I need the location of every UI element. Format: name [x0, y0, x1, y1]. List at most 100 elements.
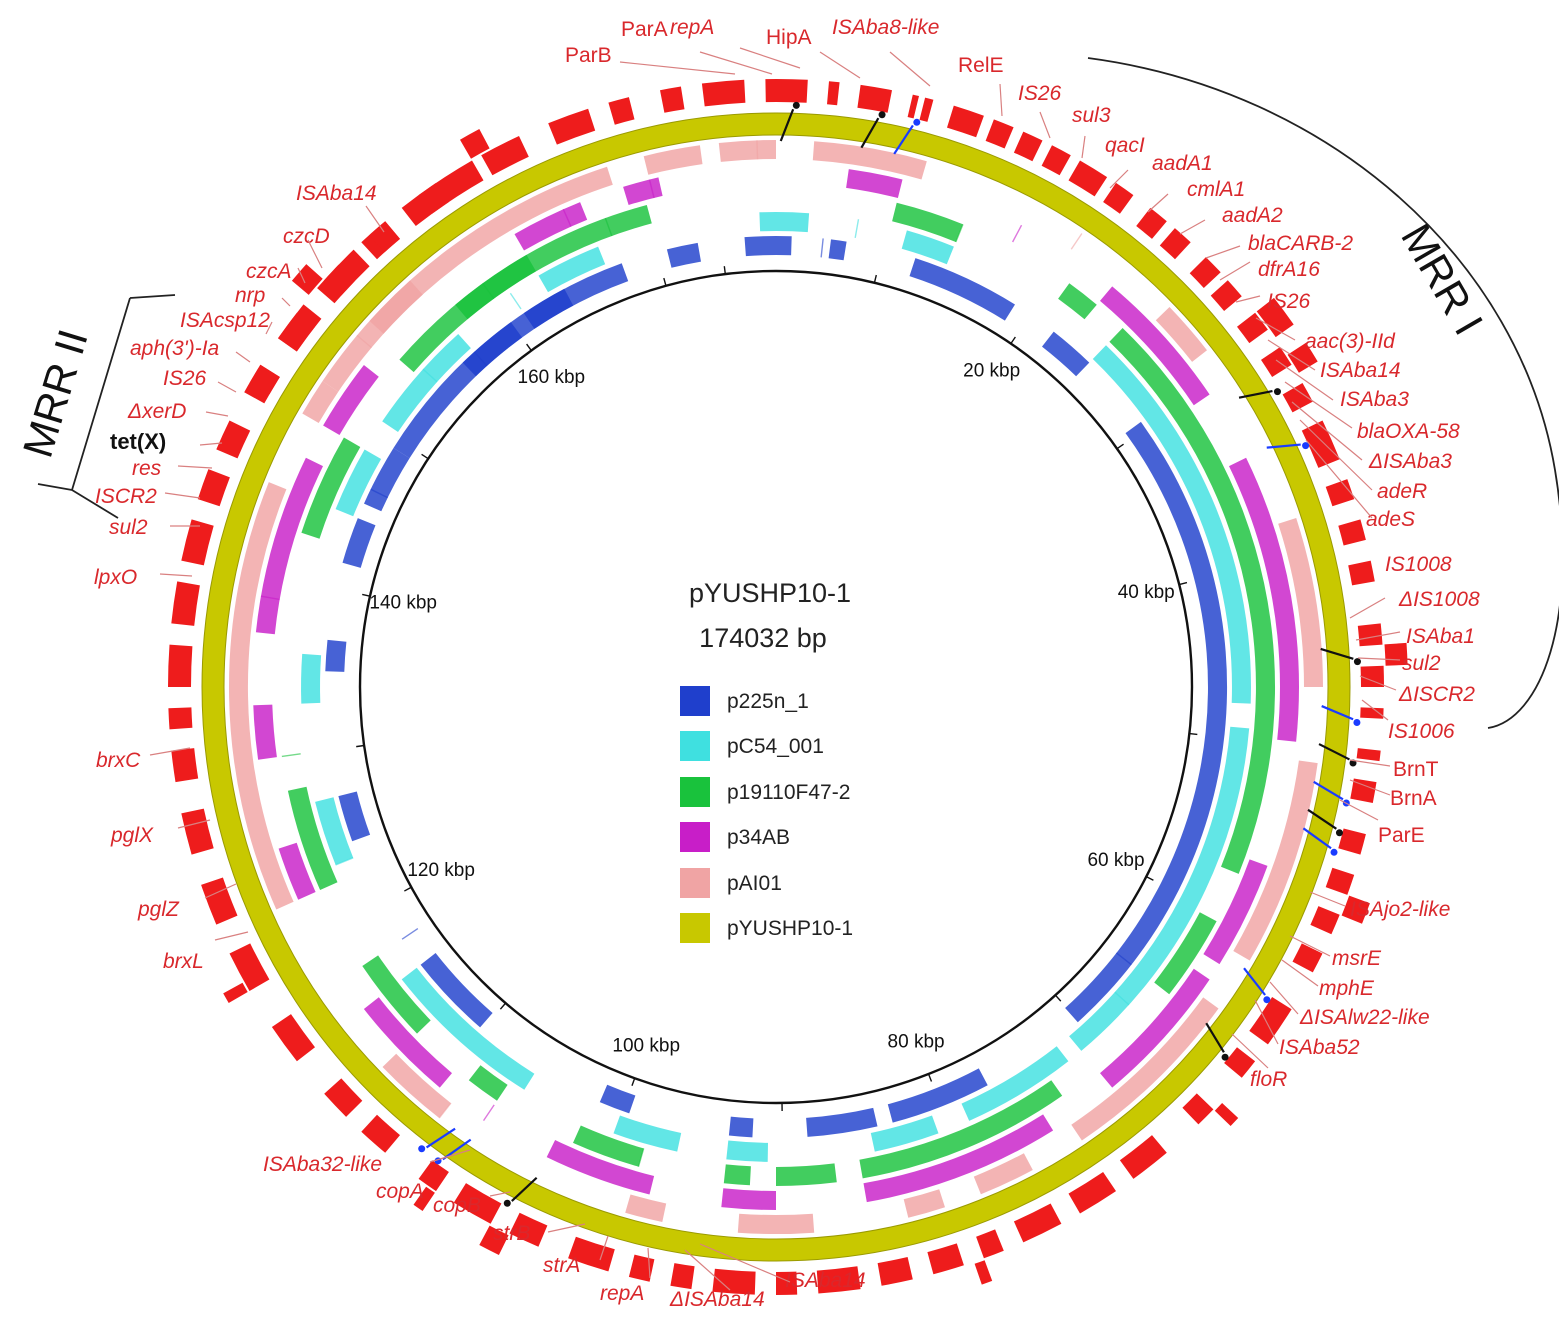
direction-arrow — [1205, 1022, 1225, 1053]
track-3-segment — [846, 169, 903, 198]
gene-label: floR — [1250, 1068, 1287, 1091]
gene-arrow — [1249, 997, 1292, 1045]
legend-label-pai01: pAI01 — [727, 872, 782, 895]
track-4-segment — [1278, 518, 1323, 687]
track-2-segment — [892, 202, 963, 242]
direction-arrow-head — [878, 111, 886, 119]
tick-mark — [1179, 581, 1188, 586]
gene-label: dfrA16 — [1258, 258, 1320, 281]
direction-arrow — [1238, 389, 1273, 399]
gene-arrow — [1068, 1172, 1116, 1214]
gene-label: ISAba32-like — [263, 1153, 382, 1176]
gene-label: ISAba8-like — [832, 16, 939, 39]
gene-label: brxL — [163, 950, 204, 973]
track-1-segment — [1092, 345, 1251, 704]
gene-arrow — [324, 249, 370, 296]
track-3-segment — [363, 997, 452, 1088]
track-3-segment — [863, 1114, 1054, 1203]
legend-label-pyushp10-1: pYUSHP10-1 — [727, 917, 853, 940]
gene-arrow — [453, 1183, 502, 1224]
gene-label: adeR — [1377, 480, 1427, 503]
gene-arrow — [548, 108, 596, 145]
gene-arrow — [1360, 665, 1384, 687]
tick-mark — [362, 593, 371, 597]
gene-label: ΔIS1008 — [1398, 588, 1480, 611]
track-hit-line — [854, 219, 860, 239]
gene-arrow — [765, 78, 808, 103]
gene-label: repA — [600, 1282, 644, 1305]
direction-arrow-head — [503, 1199, 511, 1207]
direction-arrow-head — [1353, 658, 1361, 666]
track-3-segment — [1203, 859, 1268, 965]
label-leader-line — [999, 83, 1003, 117]
gene-label: ParA — [621, 18, 668, 41]
track-4-segment — [369, 280, 423, 334]
label-leader-line — [1231, 1033, 1269, 1069]
track-3-segment — [1100, 286, 1210, 406]
track-hit-line — [260, 595, 280, 601]
gene-arrow — [229, 943, 270, 991]
gene-arrow — [481, 136, 529, 176]
gene-arrow — [181, 519, 214, 566]
track-4-segment — [737, 1213, 815, 1235]
track-4-segment — [1071, 997, 1219, 1141]
mrr1-label: MRR I — [1392, 216, 1492, 343]
gene-arrow — [827, 81, 840, 106]
gene-label: res — [132, 457, 162, 480]
direction-arrow-head — [1221, 1053, 1229, 1061]
track-0-segment — [599, 1084, 636, 1114]
track-hit-line — [509, 292, 522, 310]
label-leader-line — [1267, 339, 1316, 371]
track-0-segment — [806, 1107, 878, 1137]
track-3-segment — [721, 1188, 776, 1210]
tick-mark — [723, 266, 726, 275]
gene-label: HipA — [766, 26, 812, 49]
label-leader-line — [1349, 759, 1391, 767]
track-hit-line — [482, 1104, 495, 1121]
gene-arrow — [479, 1225, 509, 1255]
gene-label: ΔISCR2 — [1398, 683, 1475, 706]
legend-swatch-pc54-001 — [680, 731, 710, 761]
gene-label: ΔISAba3 — [1368, 450, 1452, 473]
gene-arrow — [1189, 257, 1221, 288]
pyushp10-1-ring-edge — [223, 134, 1329, 1240]
track-hit-line — [820, 238, 824, 258]
gene-label: IS1008 — [1385, 553, 1452, 576]
label-leader-line — [297, 267, 306, 284]
direction-arrow — [860, 117, 880, 149]
gene-arrow — [919, 97, 934, 122]
label-leader-line — [159, 573, 193, 577]
label-leader-line — [1281, 959, 1319, 987]
gene-label: IS1006 — [1388, 720, 1455, 743]
track-1-segment — [335, 449, 382, 517]
track-hit-line — [1011, 224, 1023, 243]
label-leader-line — [177, 465, 213, 469]
gene-label: sul2 — [1402, 652, 1441, 675]
track-hit-line — [637, 1148, 645, 1167]
direction-arrow — [1318, 743, 1350, 761]
label-leader-line — [1275, 359, 1334, 401]
gene-label: czcA — [246, 260, 292, 283]
track-hit-line — [370, 488, 389, 499]
gene-label: IS26 — [1267, 290, 1311, 313]
gene-label: aadA1 — [1152, 152, 1213, 175]
track-hit-line — [482, 282, 495, 300]
backbone-circle — [358, 269, 1194, 1105]
track-2-segment — [1109, 328, 1276, 874]
label-leader-line — [1269, 981, 1299, 1015]
legend-label-p225n-1: p225n_1 — [727, 690, 809, 713]
gene-label: ParB — [565, 44, 612, 67]
label-leader-line — [1349, 597, 1386, 619]
gene-arrow — [1338, 519, 1366, 546]
gene-label: ISAba3 — [1340, 388, 1409, 411]
direction-arrows — [418, 101, 1361, 1207]
label-leader-line — [235, 351, 251, 363]
gene-arrow — [660, 86, 685, 113]
label-leader-line — [1355, 631, 1401, 641]
gene-arrow — [670, 1263, 695, 1290]
gene-arrow — [985, 119, 1014, 149]
track-hit-line — [438, 1102, 452, 1119]
label-leader-line — [1179, 219, 1206, 235]
